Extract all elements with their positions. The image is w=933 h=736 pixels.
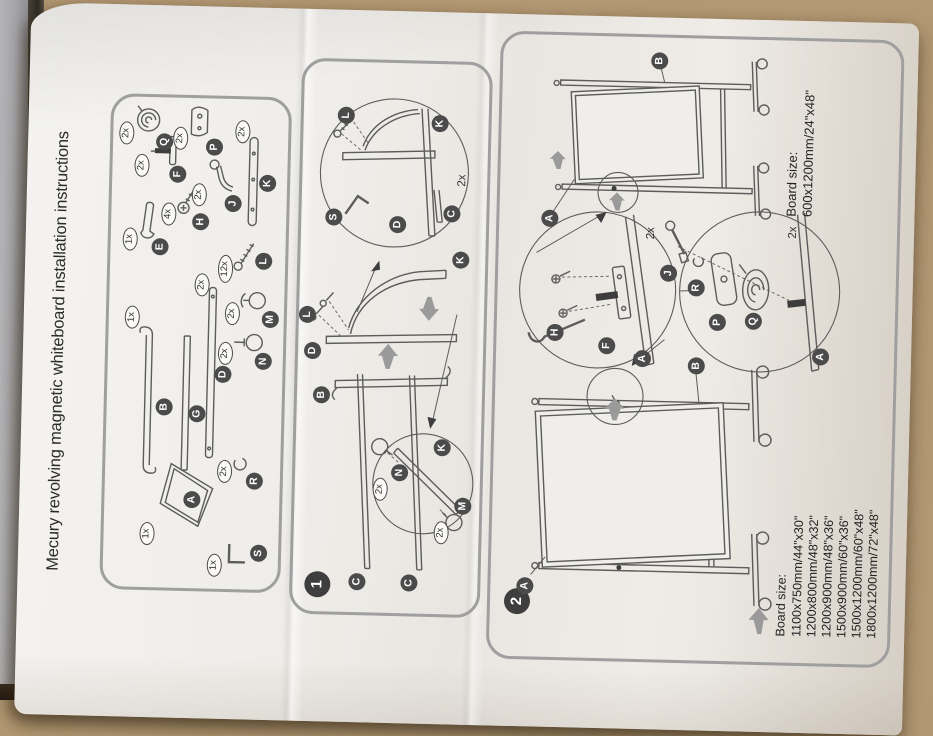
qty-2x: 2x: [786, 226, 800, 239]
part-letter: F: [169, 165, 187, 183]
lock-plate-icon: [190, 106, 209, 137]
part-qty: 2x: [224, 301, 241, 326]
qty-2x: 2x: [456, 174, 469, 187]
part-screw: 12x L: [217, 235, 273, 284]
pen-tray-icon: [180, 335, 192, 471]
part-qty: 2x: [172, 126, 189, 150]
part-wrench: 1x E: [122, 195, 169, 256]
part-letter: K: [258, 174, 277, 193]
step2-diagram-art: [519, 58, 841, 635]
part-whiteboard: 1x A: [139, 455, 220, 546]
part-qty: 2x: [134, 153, 150, 177]
part-letter: B: [155, 398, 173, 416]
ring-clip-icon: [233, 457, 247, 471]
qty-2x: 2x: [644, 226, 658, 240]
caster-icon: [240, 291, 266, 310]
part-qty: 2x: [119, 121, 135, 145]
part-frame-bar: 2x D: [194, 273, 232, 460]
part-qty: 2x: [216, 459, 233, 484]
part-letter: E: [151, 238, 169, 256]
part-letter: G: [188, 405, 206, 423]
part-qty: 4x: [161, 202, 177, 226]
part-leg-bar: 2x K: [235, 120, 277, 227]
part-caster-n: 2x N: [217, 329, 272, 371]
board-size-item: 1800x1200mm/72"x48": [864, 509, 882, 639]
part-pen-tray: G: [177, 332, 206, 474]
parts-panel: 1x S 1x A 2x R 1x: [99, 93, 293, 594]
step2-panel: 2 A B A B H F A 2x J R P Q A 2x Board si…: [485, 30, 905, 669]
part-qty: 1x: [139, 521, 155, 546]
leg-bar-icon: [247, 136, 259, 227]
part-lock-lever: 2x J: [191, 158, 242, 213]
part-letter: J: [224, 194, 242, 213]
bolt-icon: [177, 187, 196, 215]
part-spring-disc: 2x Q: [119, 105, 174, 151]
part-qty: 1x: [122, 227, 139, 251]
step1-panel: 1 C C B D L K S D L K C 2x 2x N 2x M K: [288, 57, 494, 619]
board-size-title: Board size:: [773, 573, 789, 637]
spring-disc-icon: [136, 105, 161, 132]
part-qty: 2x: [191, 183, 208, 207]
part-letter: H: [191, 213, 210, 231]
step1-diagram-art: [309, 98, 474, 571]
part-hex-key: 1x S: [206, 539, 268, 577]
part-qty: 12x: [217, 254, 234, 284]
small-board-size: Board size: 600x1200mm/24"x48": [783, 90, 818, 218]
board-size-value: 600x1200mm/24"x48": [799, 89, 818, 218]
sheet-content: Mecury revolving magnetic whiteboard ins…: [17, 2, 933, 684]
part-letter: P: [205, 138, 224, 156]
hex-key-icon: [227, 544, 245, 564]
board-size-list: Board size: 1100x750mm/44"x30" 1200x800m…: [773, 507, 882, 639]
screw-icon: [233, 243, 255, 271]
page-title: Mecury revolving magnetic whiteboard ins…: [43, 130, 73, 571]
caster-icon: [234, 333, 263, 352]
part-letter: M: [261, 310, 280, 329]
part-letter: S: [249, 544, 268, 562]
whiteboard-icon: [159, 462, 214, 528]
wrench-icon: [140, 201, 155, 239]
part-ring-clip: 2x R: [216, 455, 264, 490]
instruction-sheet: Mecury revolving magnetic whiteboard ins…: [14, 2, 920, 736]
part-lock-plate: 2x P: [172, 102, 224, 156]
lock-lever-icon: [209, 159, 234, 192]
part-caster-m: 2x M: [224, 285, 280, 329]
part-letter: R: [245, 472, 264, 490]
part-letter: D: [214, 365, 232, 384]
part-bolt: 4x H: [161, 182, 210, 231]
part-qty: 1x: [206, 553, 223, 577]
part-foot-bar: 1x B: [124, 305, 173, 478]
foot-bar-icon: [139, 326, 157, 474]
part-qty: 2x: [217, 341, 234, 366]
part-letter: N: [254, 352, 272, 371]
part-letter: L: [255, 252, 273, 271]
